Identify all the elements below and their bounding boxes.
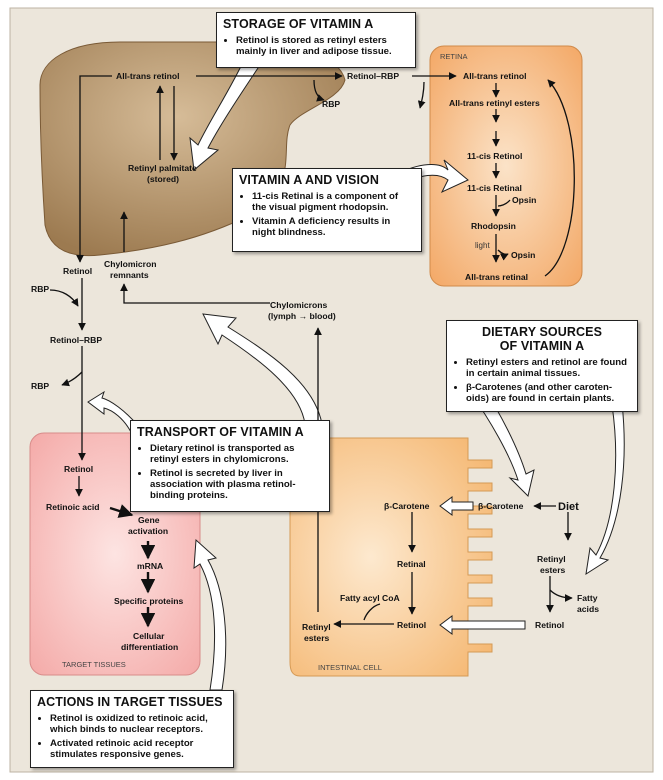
- label-11-cis-retinal: 11-cis Retinal: [467, 183, 522, 193]
- actions-list: Retinol is oxidized to retinoic acid, wh…: [37, 713, 227, 760]
- label-gene-activation-2: activation: [128, 526, 168, 536]
- intestinal-cell-shape: [289, 437, 493, 677]
- label-light: light: [475, 241, 490, 250]
- label-fatty-acyl-coa: Fatty acyl CoA: [340, 593, 400, 603]
- arrow-retinal-recycle: [544, 79, 575, 277]
- label-retina-all-trans-retinol: All-trans retinol: [463, 71, 527, 81]
- label-specific-proteins: Specific proteins: [114, 596, 183, 606]
- transport-box: TRANSPORT OF VITAMIN A Dietary retinol i…: [130, 420, 330, 512]
- transport-list: Dietary retinol is transported as retiny…: [137, 443, 323, 501]
- callout-arrows: [87, 57, 625, 691]
- dietary-title-1: DIETARY SOURCES: [481, 325, 603, 339]
- vision-title: VITAMIN A AND VISION: [239, 173, 379, 187]
- transport-to-plasma-arrow: [87, 390, 141, 435]
- label-retinyl-esters-diet-2: esters: [540, 565, 566, 575]
- arrow-rbp-release-top: [313, 79, 325, 102]
- arrow-liver-to-retinol: [76, 75, 112, 263]
- label-all-trans-retinol-liver: All-trans retinol: [116, 71, 180, 81]
- label-retinol-left: Retinol: [63, 266, 92, 276]
- label-mrna: mRNA: [137, 561, 163, 571]
- actions-callout-arrow: [193, 538, 227, 691]
- arrow-retinoic-to-gene: [109, 504, 134, 518]
- actions-box: ACTIONS IN TARGET TISSUES Retinol is oxi…: [30, 690, 234, 768]
- arrow-fatty-acids-out: [549, 589, 573, 602]
- label-chylomicrons-1: Chylomicrons: [270, 300, 328, 310]
- label-all-trans-retinal: All-trans retinal: [465, 272, 528, 282]
- label-cellular-1: Cellular: [133, 631, 165, 641]
- intestinal-cell-label: INTESTINAL CELL: [318, 663, 382, 672]
- label-chylomicron-remnants-1: Chylomicron: [104, 259, 157, 269]
- retina-label: RETINA: [440, 52, 468, 61]
- vision-box: VITAMIN A AND VISION 11-cis Retinal is a…: [232, 168, 422, 252]
- label-retinyl-esters-cell-2: esters: [304, 633, 330, 643]
- dietary-box: DIETARY SOURCES OF VITAMIN A Retinyl est…: [446, 320, 638, 412]
- storage-title: STORAGE OF VITAMIN A: [223, 17, 374, 31]
- dietary-item-1: Retinyl esters and retinol are found in …: [466, 357, 631, 379]
- label-opsin-2: Opsin: [511, 250, 535, 260]
- label-retinal-cell: Retinal: [397, 559, 426, 569]
- label-retinyl-esters-cell-1: Retinyl: [302, 622, 331, 632]
- pathway-arrows: [49, 72, 575, 628]
- label-chylomicron-remnants-2: remnants: [110, 270, 149, 280]
- arrow-rbp-out: [61, 371, 83, 387]
- label-diet: Diet: [558, 501, 579, 513]
- label-gene-activation-1: Gene: [138, 515, 160, 525]
- arrow-opsin-out: [497, 249, 509, 261]
- retinol-absorption-arrow: [439, 615, 526, 635]
- transport-item-2: Retinol is secreted by liver in associat…: [150, 468, 323, 501]
- retina-panel: [429, 45, 583, 287]
- transport-title: TRANSPORT OF VITAMIN A: [137, 425, 304, 439]
- label-retinol-diet: Retinol: [535, 620, 564, 630]
- label-target-retinol: Retinol: [64, 464, 93, 474]
- actions-item-2: Activated retinoic acid receptor stimula…: [50, 738, 227, 760]
- label-rbp-left-out: RBP: [31, 381, 49, 391]
- label-beta-carotene-diet: β-Carotene: [478, 501, 524, 511]
- label-retinyl-palmitate: Retinyl palmitate: [128, 163, 197, 173]
- vision-item-2: Vitamin A deficiency results in night bl…: [252, 216, 415, 238]
- target-tissues-label: TARGET TISSUES: [62, 660, 126, 669]
- label-retinol-rbp-left: Retinol–RBP: [50, 335, 102, 345]
- label-fatty-acids-2: acids: [577, 604, 599, 614]
- arrow-fatty-acyl-in: [363, 603, 381, 621]
- beta-carotene-absorption-arrow: [439, 496, 474, 516]
- actions-item-1: Retinol is oxidized to retinoic acid, wh…: [50, 713, 227, 735]
- label-retinol-cell: Retinol: [397, 620, 426, 630]
- label-stored: (stored): [147, 174, 179, 184]
- pathway-labels: All-trans retinol Retinyl palmitate (sto…: [31, 71, 599, 652]
- label-rbp-left: RBP: [31, 284, 49, 294]
- arrow-rbp-in: [49, 289, 79, 307]
- label-11-cis-retinol: 11-cis Retinol: [467, 151, 522, 161]
- arrow-opsin-in: [497, 199, 511, 207]
- storage-box: STORAGE OF VITAMIN A Retinol is stored a…: [216, 12, 416, 68]
- label-retinol-rbp-top: Retinol–RBP: [347, 71, 399, 81]
- label-fatty-acids-1: Fatty: [577, 593, 598, 603]
- dietary-list: Retinyl esters and retinol are found in …: [453, 357, 631, 404]
- vision-item-1: 11-cis Retinal is a component of the vis…: [252, 191, 415, 213]
- label-retinoic-acid: Retinoic acid: [46, 502, 99, 512]
- storage-list: Retinol is stored as retinyl esters main…: [223, 35, 409, 57]
- dietary-title-2: OF VITAMIN A: [499, 339, 585, 353]
- actions-title: ACTIONS IN TARGET TISSUES: [37, 695, 223, 709]
- vision-list: 11-cis Retinal is a component of the vis…: [239, 191, 415, 238]
- transport-item-1: Dietary retinol is transported as retiny…: [150, 443, 323, 465]
- dietary-to-retinyl-esters-arrow: [585, 402, 625, 576]
- label-rhodopsin: Rhodopsin: [471, 221, 516, 231]
- label-rbp-top: RBP: [322, 99, 340, 109]
- storage-callout-arrow: [189, 57, 263, 171]
- arrow-chylomicrons-to-remnants: [120, 283, 270, 304]
- label-opsin-1: Opsin: [512, 195, 536, 205]
- label-cellular-2: differentiation: [121, 642, 178, 652]
- transport-to-chylomicrons-arrow: [202, 313, 323, 425]
- label-retinyl-esters-diet-1: Retinyl: [537, 554, 566, 564]
- storage-item-1: Retinol is stored as retinyl esters main…: [236, 35, 409, 57]
- label-chylomicrons-2: (lymph → blood): [268, 311, 336, 321]
- label-beta-carotene-cell: β-Carotene: [384, 501, 430, 511]
- label-all-trans-retinyl-esters: All-trans retinyl esters: [449, 98, 540, 108]
- arrow-rbp-release-right: [417, 81, 426, 109]
- dietary-item-2: β-Carotenes (and other caroten-oids) are…: [466, 382, 631, 404]
